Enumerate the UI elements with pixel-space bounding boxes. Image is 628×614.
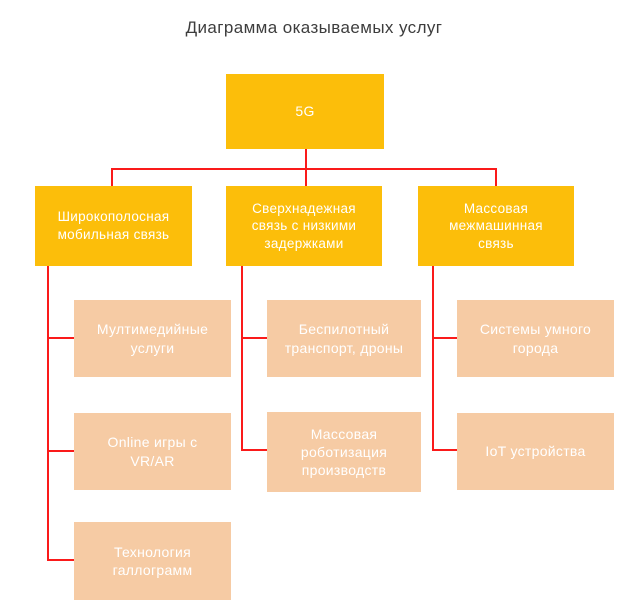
- connector-bus: [111, 168, 497, 170]
- connector-col3-vertical: [432, 266, 434, 451]
- connector-col3-stub1: [432, 337, 457, 339]
- connector-col1-stub1: [47, 337, 74, 339]
- node-branch-ultra-reliable: Сверхнадежная связь с низкими задержками: [226, 186, 382, 266]
- node-leaf-multimedia-services: Мултимедийные услуги: [74, 300, 231, 377]
- connector-bus-right-drop: [495, 168, 497, 186]
- node-leaf-unmanned-transport-drones: Беспилотный транспорт, дроны: [267, 300, 421, 377]
- node-branch-broadband: Широкополосная мобильная связь: [35, 186, 192, 266]
- connector-bus-left-drop: [111, 168, 113, 186]
- node-leaf-online-games-vr-ar: Online игры с VR/AR: [74, 413, 231, 490]
- connector-col3-stub2: [432, 449, 457, 451]
- connector-col2-stub1: [241, 337, 267, 339]
- node-leaf-smart-city-systems: Системы умного города: [457, 300, 614, 377]
- connector-col2-stub2: [241, 449, 267, 451]
- node-root-5g: 5G: [226, 74, 384, 149]
- connector-col1-stub2: [47, 450, 74, 452]
- connector-col1-stub3: [47, 559, 74, 561]
- node-leaf-iot-devices: IoT устройства: [457, 413, 614, 490]
- node-branch-machine-comm: Массовая межмашинная связь: [418, 186, 574, 266]
- diagram-title: Диаграмма оказываемых услуг: [185, 18, 443, 37]
- node-leaf-hologram-technology: Технология галлограмм: [74, 522, 231, 600]
- connector-col2-vertical: [241, 266, 243, 451]
- connector-col1-vertical: [47, 266, 49, 561]
- node-leaf-mass-robotization: Массовая роботизация производств: [267, 412, 421, 492]
